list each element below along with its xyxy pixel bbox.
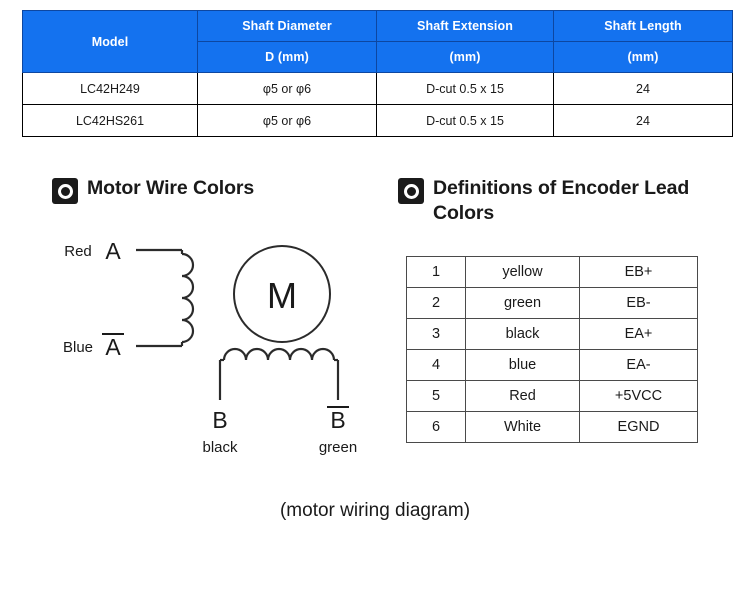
wiring-diagram-svg: Red A Blue A M B black B green	[63, 238, 357, 456]
spec-cell-length: 24	[553, 104, 733, 137]
shaft-specification-table: Model Shaft Diameter Shaft Extension Sha…	[22, 10, 733, 137]
phase-a-winding	[136, 248, 195, 348]
spec-header-unit-extension: (mm)	[376, 41, 554, 73]
spec-cell-extension: D-cut 0.5 x 15	[376, 72, 554, 105]
spec-header-unit-diameter: D (mm)	[197, 41, 377, 73]
table-row: 1 yellow EB+	[406, 256, 698, 288]
phase-a-coil	[181, 252, 195, 344]
spec-header-shaft-diameter: Shaft Diameter	[197, 10, 377, 42]
phase-b-winding	[218, 347, 340, 400]
encoder-cell-signal: EGND	[579, 411, 698, 443]
spec-cell-extension: D-cut 0.5 x 15	[376, 104, 554, 137]
table-row: 3 black EA+	[406, 318, 698, 350]
table-row: 6 White EGND	[406, 411, 698, 443]
table-row: 5 Red +5VCC	[406, 380, 698, 412]
encoder-cell-pin: 6	[406, 411, 466, 443]
phase-a-label: A	[105, 238, 121, 264]
encoder-lead-colors-title: Definitions of Encoder Lead Colors	[433, 177, 690, 224]
spec-table-header-row-1: Model Shaft Diameter Shaft Extension Sha…	[22, 10, 733, 73]
spec-table-header-row-2: D (mm) (mm) (mm)	[23, 41, 733, 73]
spec-header-model: Model	[22, 10, 198, 73]
encoder-cell-signal: EB+	[579, 256, 698, 288]
motor-wire-colors-heading: Motor Wire Colors	[52, 176, 254, 204]
encoder-cell-signal: EA+	[579, 318, 698, 350]
spec-cell-length: 24	[553, 72, 733, 105]
phase-a-bar-wire-color-label: Blue	[63, 339, 93, 356]
spec-cell-diameter: φ5 or φ6	[197, 72, 377, 105]
target-ring-icon	[398, 178, 424, 204]
diagram-caption: (motor wiring diagram)	[279, 500, 471, 521]
table-row: 2 green EB-	[406, 287, 698, 319]
encoder-cell-signal: EB-	[579, 287, 698, 319]
table-row: LC42H249 φ5 or φ6 D-cut 0.5 x 15 24	[22, 72, 733, 105]
phase-a-bar-label: A	[105, 334, 121, 360]
motor-wiring-diagram: Red A Blue A M B black B green	[60, 232, 390, 472]
phase-a-wire-color-label: Red	[64, 243, 92, 260]
phase-b-bar-label: B	[330, 407, 345, 433]
phase-b-coil	[222, 347, 336, 361]
encoder-cell-color: Red	[465, 380, 580, 412]
encoder-cell-color: White	[465, 411, 580, 443]
table-row: 4 blue EA-	[406, 349, 698, 381]
encoder-cell-color: yellow	[465, 256, 580, 288]
table-row: LC42HS261 φ5 or φ6 D-cut 0.5 x 15 24	[22, 104, 733, 137]
encoder-cell-pin: 4	[406, 349, 466, 381]
encoder-cell-color: blue	[465, 349, 580, 381]
encoder-cell-pin: 3	[406, 318, 466, 350]
encoder-lead-colors-heading: Definitions of Encoder Lead Colors	[398, 176, 698, 226]
phase-b-wire-color-label: black	[202, 439, 238, 456]
phase-b-bar-wire-color-label: green	[319, 439, 357, 456]
motor-circle	[233, 245, 331, 343]
spec-header-shaft-length: Shaft Length	[553, 10, 733, 42]
encoder-lead-colors-table: 1 yellow EB+ 2 green EB- 3 black EA+ 4 b…	[406, 256, 698, 443]
encoder-cell-pin: 1	[406, 256, 466, 288]
target-ring-icon	[52, 178, 78, 204]
encoder-cell-color: black	[465, 318, 580, 350]
spec-header-unit-length: (mm)	[553, 41, 733, 73]
spec-cell-model: LC42HS261	[22, 104, 198, 137]
spec-cell-model: LC42H249	[22, 72, 198, 105]
encoder-cell-color: green	[465, 287, 580, 319]
motor-symbol-label: M	[267, 275, 297, 316]
spec-cell-diameter: φ5 or φ6	[197, 104, 377, 137]
motor-wire-colors-title: Motor Wire Colors	[87, 177, 255, 199]
spec-header-shaft-extension: Shaft Extension	[376, 10, 554, 42]
encoder-cell-pin: 2	[406, 287, 466, 319]
encoder-cell-signal: EA-	[579, 349, 698, 381]
phase-b-label: B	[212, 407, 227, 433]
encoder-cell-pin: 5	[406, 380, 466, 412]
encoder-cell-signal: +5VCC	[579, 380, 698, 412]
